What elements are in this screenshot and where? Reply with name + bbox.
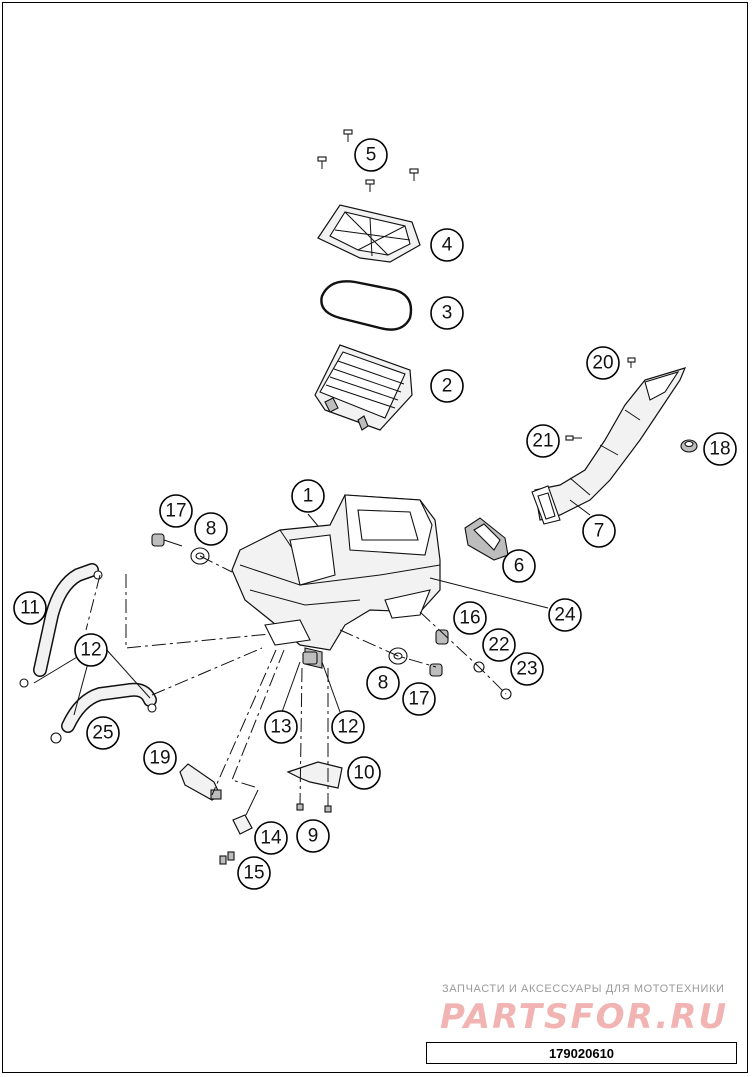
callout-11: 11 (13, 591, 47, 625)
callout-20: 20 (586, 346, 620, 380)
svg-text:8: 8 (206, 519, 217, 540)
svg-text:1: 1 (303, 486, 314, 507)
callout-25: 25 (86, 716, 120, 750)
bracket-part-10 (286, 761, 343, 789)
callout-8-left: 8 (194, 512, 228, 546)
callout-21: 21 (526, 424, 560, 458)
screws-part-5 (317, 129, 419, 192)
svg-text:8: 8 (378, 673, 389, 694)
svg-text:9: 9 (308, 826, 319, 847)
svg-text:2: 2 (442, 376, 453, 397)
callout-14: 14 (254, 821, 288, 855)
callout-16: 16 (453, 601, 487, 635)
callout-12-left: 12 (74, 633, 108, 667)
svg-text:17: 17 (408, 689, 429, 710)
svg-text:12: 12 (337, 717, 358, 738)
screw-part-20 (627, 357, 636, 368)
screws-part-9 (296, 803, 332, 813)
svg-text:17: 17 (165, 501, 186, 522)
connector-part-14 (232, 789, 259, 835)
air-filter-part-2 (314, 344, 413, 431)
watermark-logo: PARTSFOR.RU (440, 997, 729, 1037)
callout-13: 13 (264, 710, 298, 744)
svg-text:3: 3 (442, 303, 453, 324)
svg-text:20: 20 (592, 353, 613, 374)
callout-12-right: 12 (331, 710, 365, 744)
callout-17-right: 17 (402, 682, 436, 716)
svg-text:4: 4 (442, 235, 453, 256)
svg-text:10: 10 (353, 763, 374, 784)
intake-duct-part-7 (531, 367, 687, 525)
svg-text:15: 15 (243, 863, 264, 884)
callout-23: 23 (510, 652, 544, 686)
svg-text:5: 5 (366, 145, 377, 166)
seal-ring-part-3 (320, 280, 413, 331)
callout-6: 6 (502, 549, 536, 583)
clips-part-15 (219, 851, 235, 865)
callout-22: 22 (482, 628, 516, 662)
callout-2: 2 (430, 369, 464, 403)
svg-text:14: 14 (260, 828, 282, 849)
svg-text:22: 22 (488, 635, 509, 656)
callout-18: 18 (703, 432, 737, 466)
callout-9: 9 (296, 819, 330, 853)
svg-text:7: 7 (594, 521, 605, 542)
washer-part-8-left (190, 547, 210, 565)
hose-part-11 (33, 563, 99, 677)
rubber-boot-part-6 (464, 517, 509, 561)
sensor-part-19 (179, 763, 222, 801)
filter-cover-part-4 (317, 204, 421, 263)
document-number: 179020610 (426, 1042, 737, 1064)
svg-text:19: 19 (149, 748, 170, 769)
callout-8-right: 8 (366, 666, 400, 700)
callout-24: 24 (548, 598, 582, 632)
bolt-part-17-left (151, 533, 183, 547)
svg-text:23: 23 (516, 659, 537, 680)
svg-text:18: 18 (709, 439, 730, 460)
grommet-part-18 (680, 439, 698, 453)
callout-17-left: 17 (159, 494, 193, 528)
callout-1: 1 (291, 479, 325, 513)
callout-10: 10 (347, 756, 381, 790)
fitting-part-13 (302, 651, 318, 665)
svg-text:12: 12 (80, 640, 101, 661)
airbox-part-1 (231, 494, 441, 669)
svg-text:16: 16 (459, 608, 480, 629)
assembly-lines (85, 555, 507, 806)
callout-4: 4 (430, 228, 464, 262)
callout-3: 3 (430, 296, 464, 330)
nut-part-16 (435, 629, 449, 645)
svg-text:21: 21 (532, 431, 553, 452)
screw-part-21 (565, 435, 582, 441)
callout-19: 19 (143, 741, 177, 775)
svg-text:11: 11 (20, 598, 40, 619)
svg-text:25: 25 (92, 723, 113, 744)
svg-text:6: 6 (514, 556, 525, 577)
callout-15: 15 (237, 856, 271, 890)
watermark-caption: ЗАПЧАСТИ И АКСЕССУАРЫ ДЛЯ МОТОТЕХНИКИ (442, 983, 725, 995)
svg-text:24: 24 (554, 605, 576, 626)
callout-5: 5 (354, 138, 388, 172)
callout-7: 7 (582, 514, 616, 548)
svg-text:13: 13 (270, 717, 291, 738)
bolt-part-17-right (429, 663, 443, 677)
